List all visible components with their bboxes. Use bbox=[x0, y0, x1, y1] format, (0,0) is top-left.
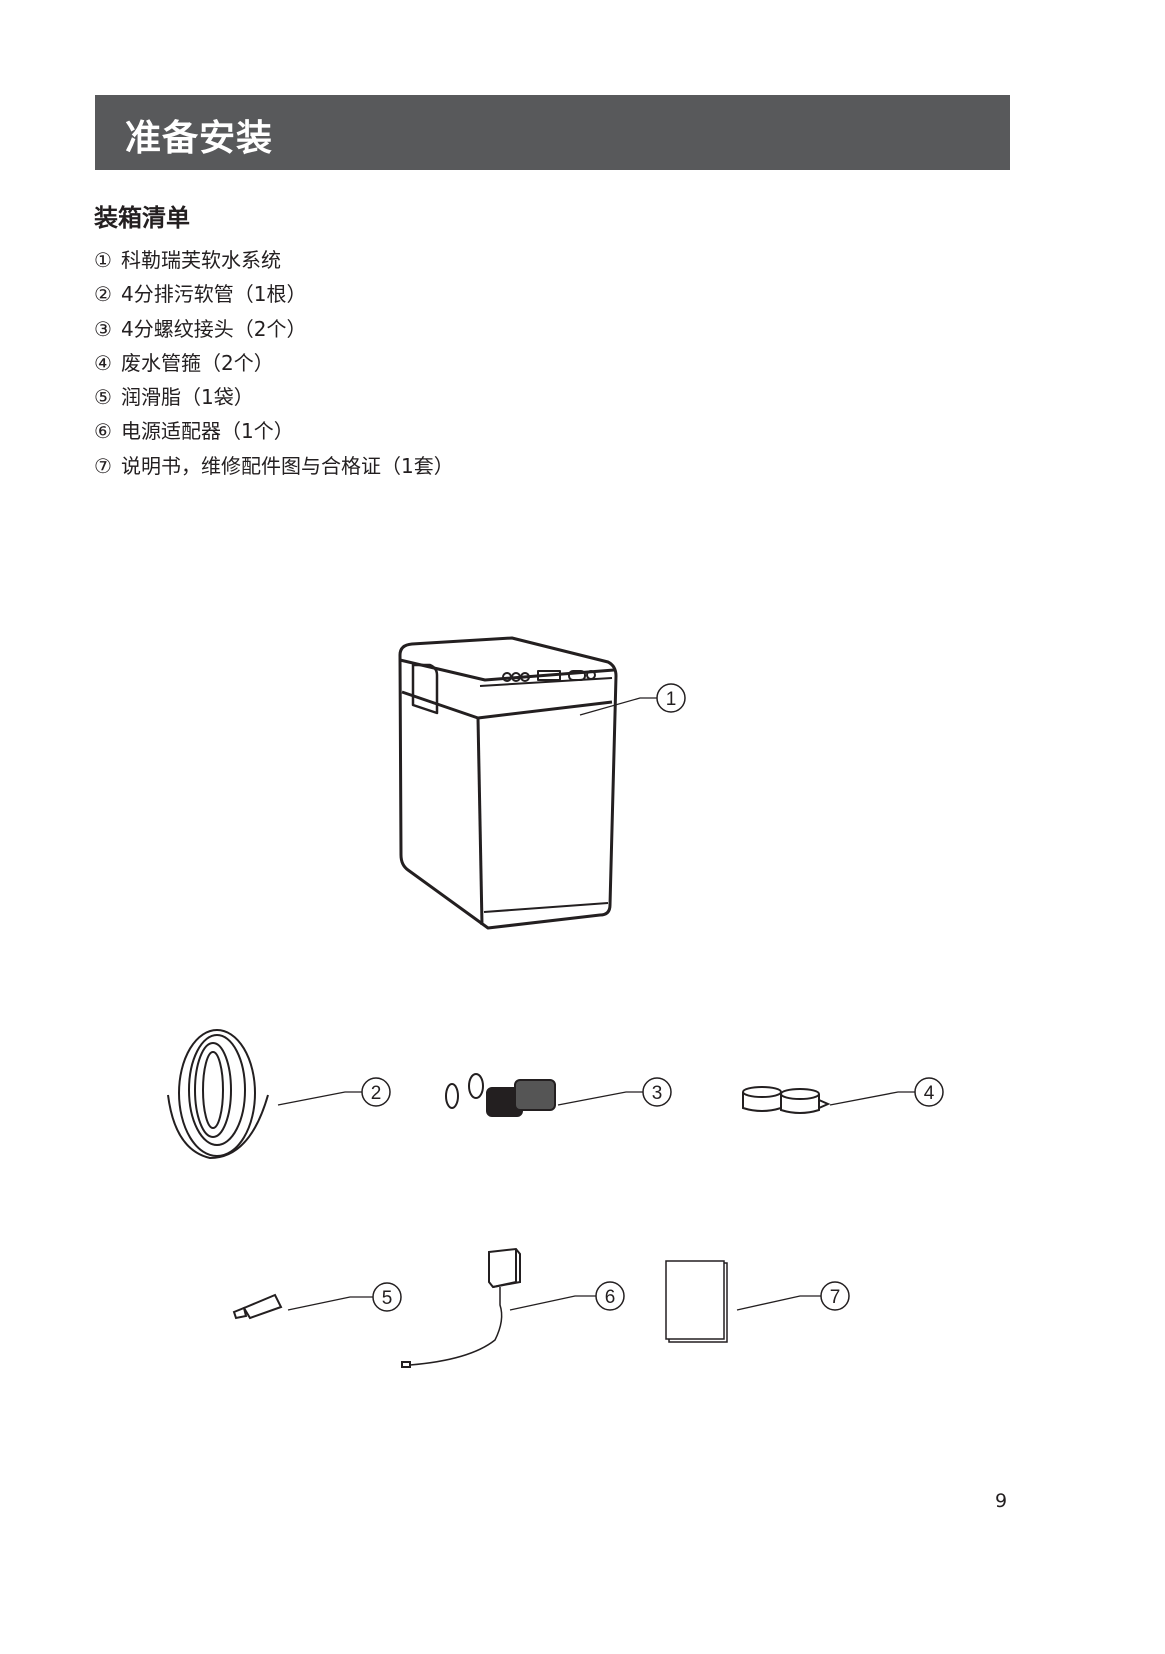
svg-text:7: 7 bbox=[830, 1287, 841, 1308]
svg-text:3: 3 bbox=[652, 1083, 663, 1104]
packing-list: ① 科勒瑞芙软水系统 ② 4分排污软管（1根） ③ 4分螺纹接头（2个） ④ 废水管箍（… bbox=[94, 245, 454, 485]
item-text: 4分螺纹接头（2个） bbox=[121, 316, 307, 341]
svg-text:5: 5 bbox=[382, 1288, 393, 1309]
page-number: 9 bbox=[995, 1490, 1008, 1512]
drain-hose-illustration bbox=[167, 1029, 269, 1160]
list-item: ⑦ 说明书，维修配件图与合格证（1套） bbox=[94, 451, 454, 485]
list-item: ⑤ 润滑脂（1袋） bbox=[94, 382, 454, 416]
callout-2: 2 bbox=[361, 1077, 391, 1107]
item-number: ⑦ bbox=[94, 453, 112, 478]
threaded-fittings-illustration bbox=[445, 1073, 556, 1117]
item-text: 4分排污软管（1根） bbox=[121, 282, 307, 307]
item-number: ① bbox=[94, 248, 112, 272]
svg-text:2: 2 bbox=[371, 1083, 382, 1104]
callout-leaders bbox=[277, 697, 915, 1311]
item-text: 电源适配器（1个） bbox=[121, 419, 294, 444]
list-item: ① 科勒瑞芙软水系统 bbox=[94, 245, 454, 279]
hose-clamps-illustration bbox=[742, 1086, 831, 1114]
item-text: 说明书，维修配件图与合格证（1套） bbox=[121, 453, 454, 478]
svg-text:4: 4 bbox=[924, 1083, 935, 1104]
item-number: ⑥ bbox=[94, 419, 112, 444]
packing-list-title: 装箱清单 bbox=[94, 204, 190, 232]
svg-text:1: 1 bbox=[666, 689, 677, 710]
list-item: ④ 废水管箍（2个） bbox=[94, 348, 454, 382]
grease-tube-illustration bbox=[232, 1293, 283, 1320]
item-number: ⑤ bbox=[94, 385, 112, 410]
list-item: ⑥ 电源适配器（1个） bbox=[94, 416, 454, 450]
list-item: ② 4分排污软管（1根） bbox=[94, 279, 454, 313]
svg-text:6: 6 bbox=[605, 1287, 616, 1308]
manual-illustration bbox=[665, 1260, 728, 1343]
item-text: 废水管箍（2个） bbox=[121, 350, 274, 375]
page-title: 准备安装 bbox=[125, 118, 274, 159]
callout-3: 3 bbox=[642, 1077, 672, 1107]
water-softener-illustration bbox=[398, 636, 618, 930]
item-number: ② bbox=[94, 282, 112, 307]
item-number: ③ bbox=[94, 316, 112, 341]
power-adapter-illustration bbox=[401, 1247, 521, 1368]
section-banner: 准备安装 bbox=[95, 95, 1010, 170]
callout-1: 1 bbox=[656, 683, 686, 713]
callout-4: 4 bbox=[914, 1077, 944, 1107]
item-text: 科勒瑞芙软水系统 bbox=[121, 248, 281, 272]
callout-7: 7 bbox=[820, 1281, 850, 1311]
callout-5: 5 bbox=[372, 1282, 402, 1312]
item-text: 润滑脂（1袋） bbox=[121, 385, 254, 410]
item-number: ④ bbox=[94, 350, 112, 375]
list-item: ③ 4分螺纹接头（2个） bbox=[94, 314, 454, 348]
callout-6: 6 bbox=[595, 1281, 625, 1311]
